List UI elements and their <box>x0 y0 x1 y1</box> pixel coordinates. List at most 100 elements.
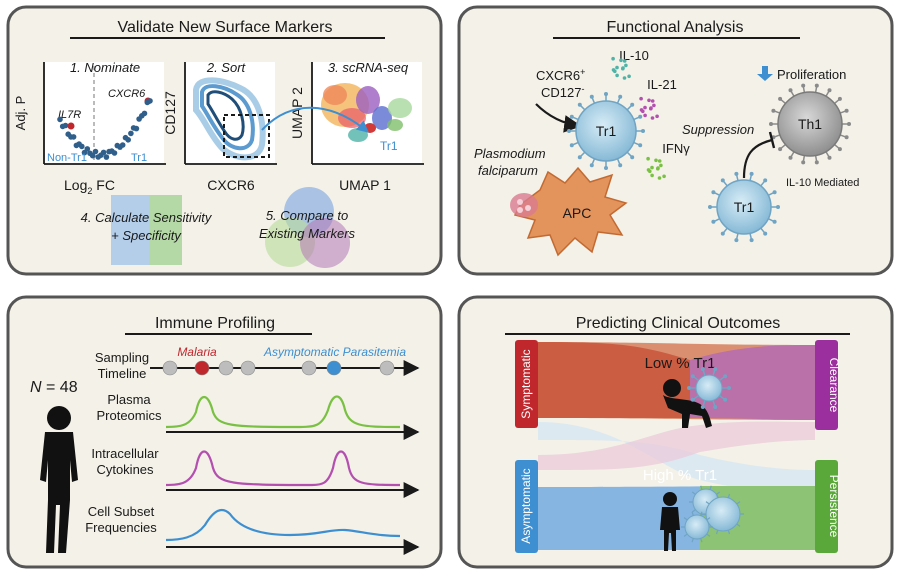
bar-symptomatic <box>515 340 538 428</box>
cytokine-dot <box>650 116 655 120</box>
persistence-label: Persistence <box>827 475 841 538</box>
malaria-label: Malaria <box>177 345 217 359</box>
sort-x-label: CXCR6 <box>207 177 255 193</box>
volcano-point <box>62 122 69 129</box>
tr1-cell-small: Tr1 <box>708 171 780 243</box>
volcano-point <box>100 149 107 156</box>
cytokine-dot <box>650 173 654 178</box>
th1-cell: Th1 <box>769 83 851 165</box>
cellsubset-curve <box>165 508 401 542</box>
volcano-point <box>133 125 140 132</box>
proliferation-down-icon <box>757 66 773 81</box>
cytokine-dot <box>639 108 644 112</box>
sampling-line2: Timeline <box>98 366 147 381</box>
cytokine-dot <box>611 56 615 61</box>
standing-child-silhouette <box>660 492 680 551</box>
il7r-point <box>67 122 75 130</box>
timeline-sample-dot <box>162 360 178 376</box>
tr1-cluster-cell <box>705 496 741 532</box>
panel-functional-title: Functional Analysis <box>607 19 744 36</box>
cytokine-dot <box>622 76 627 80</box>
bar-persistence <box>815 460 838 553</box>
timeline-sample-dot <box>326 360 342 376</box>
cytokine-dot <box>650 99 655 103</box>
cytokine-dot <box>646 156 650 161</box>
volcano-point <box>141 110 148 117</box>
panel-immune-title: Immune Profiling <box>155 315 275 332</box>
plasma-line1: Plasma <box>107 392 151 407</box>
cytokine-dot <box>621 66 625 71</box>
volcano-point <box>57 116 63 123</box>
timeline-sample-dot <box>301 360 317 376</box>
panel-functional: Functional Analysis CXCR6+ CD127- IL-10 … <box>457 5 894 276</box>
volcano-plot: 1. Nominate Adj. P Log2 FC IL7R CXCR6 No… <box>13 60 166 196</box>
timeline-sample-dot <box>218 360 234 376</box>
cytokine-dot <box>622 59 627 63</box>
cytokine-dot <box>611 68 616 72</box>
cytokine-dot <box>627 74 631 79</box>
volcano-point <box>111 150 118 156</box>
tr1-small-label: Tr1 <box>734 199 755 215</box>
sampling-line1: Sampling <box>95 350 149 365</box>
volcano-points <box>57 98 153 160</box>
ifn-label: IFNγ <box>662 141 690 156</box>
umap-plot: 3. scRNA-seq UMAP 2 UMAP 1 Tr1 <box>289 60 424 193</box>
tr1-cluster-high <box>681 485 744 543</box>
cytokine-dot <box>624 63 628 68</box>
cytokine-dot <box>615 65 619 70</box>
umap-tr1-label: Tr1 <box>380 139 398 153</box>
symptomatic-label: Symptomatic <box>519 349 533 418</box>
sample-size-label: N = 48 <box>30 379 78 396</box>
volcano-point <box>147 98 153 104</box>
step-nominate-label: 1. Nominate <box>70 60 140 75</box>
cytokine-dot <box>657 176 662 180</box>
panel-validate: Validate New Surface Markers 1. Nominate… <box>6 5 443 276</box>
cytokine-dot <box>652 103 656 108</box>
tr1-cluster-cell <box>684 514 710 540</box>
timeline-sample-dot <box>194 360 210 376</box>
cytokine-dot <box>650 165 654 170</box>
suppression-label: Suppression <box>682 122 754 137</box>
bar-clearance <box>815 340 838 430</box>
cytokine-dot <box>639 96 643 101</box>
volcano-point <box>92 148 99 155</box>
umap-x-label: UMAP 1 <box>339 177 391 193</box>
sort-y-label: CD127 <box>162 91 178 135</box>
volcano-point <box>125 137 131 143</box>
cytokine-dot <box>643 113 647 118</box>
sort-plot: 2. Sort CD127 CXCR6 <box>162 60 277 193</box>
step-sort-label: 2. Sort <box>206 60 247 75</box>
cytokine-dot <box>657 159 662 163</box>
il10-label: IL-10 <box>619 48 649 63</box>
cytokine-dot <box>619 58 623 63</box>
cytokine-curve <box>165 450 401 487</box>
th1-label: Th1 <box>798 116 822 132</box>
non-tr1-label: Non-Tr1 <box>47 152 87 164</box>
child-silhouette <box>40 406 78 553</box>
asymptomatic-label: Asymptomatic <box>519 468 533 543</box>
cytokine-dot <box>659 163 663 168</box>
step-scrna-label: 3. scRNA-seq <box>328 60 409 75</box>
small-tr1-cell-low <box>687 367 731 409</box>
cxcr6-label: CXCR6 <box>108 88 146 100</box>
intracellular-line2: Cytokines <box>96 462 154 477</box>
high-tr1-label: High % Tr1 <box>643 467 717 484</box>
volcano-point <box>128 130 134 137</box>
volcano-point <box>89 152 96 159</box>
timeline-sample-dot <box>240 360 256 376</box>
apc-cell: APC <box>510 166 628 257</box>
asymptomatic-parasitemia-label: Asymptomatic Parasitemia <box>263 345 406 359</box>
marker-cxcr6: CXCR6+ <box>536 67 585 83</box>
umap-y-label: UMAP 2 <box>289 87 305 139</box>
baby-silhouette <box>663 379 712 428</box>
volcano-point <box>79 143 85 150</box>
cytokine-dots <box>611 56 666 180</box>
tr1-volcano-label: Tr1 <box>131 152 147 164</box>
intracellular-line1: Intracellular <box>91 446 159 461</box>
cytokine-dot <box>662 174 666 179</box>
il10-mediated-label: IL-10 Mediated <box>786 177 859 189</box>
timeline-samples <box>162 360 395 376</box>
panel-predicting-title: Predicting Clinical Outcomes <box>576 315 781 332</box>
cellsubset-line2: Frequencies <box>85 520 157 535</box>
suppression-arrow <box>742 138 773 179</box>
